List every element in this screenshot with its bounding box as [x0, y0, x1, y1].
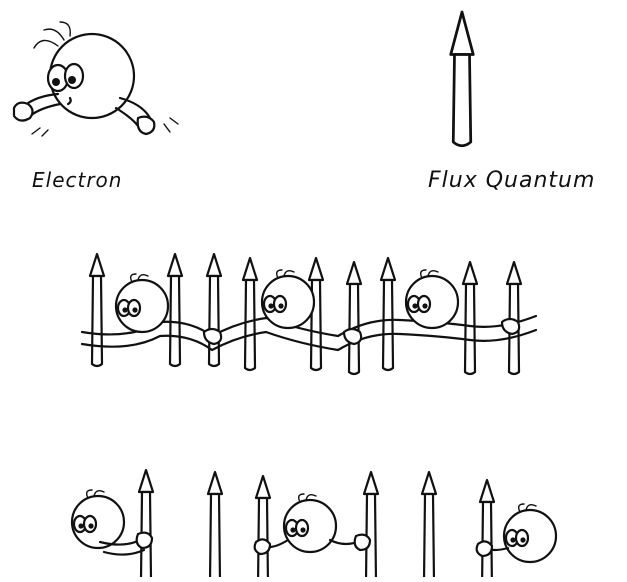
electron-label: Electron	[32, 168, 122, 192]
flux-arrow	[139, 470, 153, 577]
electron-icon	[406, 270, 458, 328]
electron-legend-icon	[14, 22, 178, 136]
electron-icon	[72, 490, 124, 548]
flux-quantum-legend-icon	[451, 12, 474, 146]
flux-arrow	[243, 258, 257, 370]
flux-arrow	[381, 258, 395, 370]
flux-arrow	[256, 476, 270, 577]
flux-arrow	[463, 262, 477, 374]
hand-icon	[355, 535, 370, 550]
flux-arrow	[90, 254, 104, 366]
flux-arrow	[168, 254, 182, 366]
hand-icon	[204, 329, 221, 344]
electron-icon	[504, 504, 556, 562]
electron-icon	[116, 274, 168, 332]
hand-icon	[255, 539, 270, 554]
flux-arrow	[480, 480, 494, 577]
flux-arrow	[364, 472, 378, 577]
hand-icon	[344, 329, 361, 344]
scene-paired	[72, 470, 556, 577]
flux-arrow	[422, 472, 436, 577]
flux-arrow	[208, 472, 222, 577]
electron-icon	[284, 494, 336, 552]
hand-icon	[477, 541, 492, 556]
hand-icon	[137, 533, 152, 548]
hand-icon	[502, 319, 519, 334]
scene-chain	[82, 254, 536, 374]
flux-quantum-label: Flux Quantum	[428, 168, 595, 193]
flux-arrow	[347, 262, 361, 374]
electron-icon	[262, 270, 314, 328]
